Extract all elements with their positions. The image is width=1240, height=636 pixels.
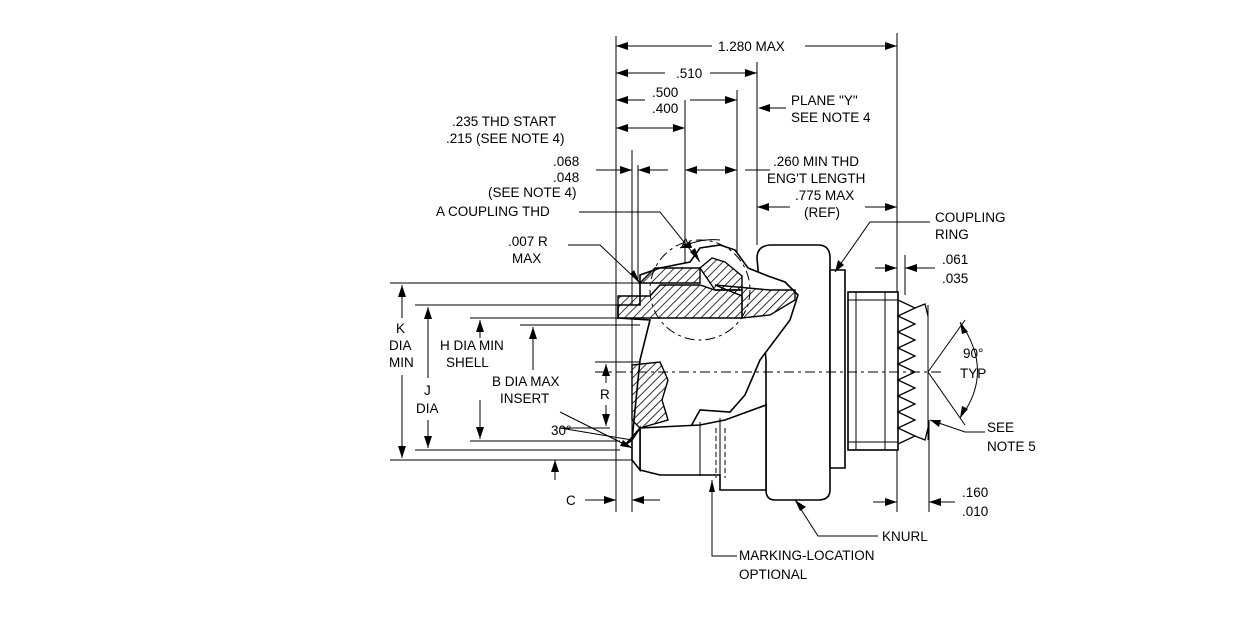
label-marking-2: OPTIONAL	[739, 567, 808, 582]
label-angle90-1: 90°	[963, 346, 983, 361]
label-500: .500	[652, 85, 678, 100]
label-note5-1: SEE	[987, 420, 1014, 435]
label-thd-start-2: .215 (SEE NOTE 4)	[446, 131, 565, 146]
dimension-labels: 1.280 MAX .510 .500 .400 PLANE "Y" SEE N…	[389, 39, 1036, 582]
label-radius-2: MAX	[512, 251, 541, 266]
label-thd-len-1: .260 MIN THD	[773, 154, 859, 169]
label-see-note4: (SEE NOTE 4)	[488, 185, 577, 200]
label-h-1: H DIA MIN	[440, 338, 504, 353]
label-note5-2: NOTE 5	[987, 439, 1036, 454]
label-035: .035	[942, 271, 968, 286]
label-coupling-ring-1: COUPLING	[935, 210, 1006, 225]
label-k-3: MIN	[389, 355, 414, 370]
label-048: .048	[553, 170, 579, 185]
label-plane-y-1: PLANE "Y"	[791, 93, 858, 108]
label-c: C	[566, 493, 576, 508]
leader-lines	[559, 104, 985, 557]
connector-body	[595, 239, 945, 501]
label-400: .400	[652, 101, 678, 116]
label-thd-start-1: .235 THD START	[452, 114, 556, 129]
vertical-dimension-lines	[398, 285, 610, 480]
label-160: .160	[962, 485, 988, 500]
label-radius-1: .007 R	[508, 234, 548, 249]
label-k-1: K	[396, 321, 405, 336]
label-b-2: INSERT	[500, 391, 549, 406]
label-775-2: (REF)	[804, 205, 840, 220]
label-thd-len-2: ENG'T LENGTH	[767, 171, 865, 186]
label-j-1: J	[424, 383, 431, 398]
label-k-2: DIA	[389, 338, 412, 353]
label-knurl: KNURL	[882, 529, 928, 544]
label-marking-1: MARKING-LOCATION	[739, 548, 875, 563]
label-h-2: SHELL	[446, 355, 489, 370]
label-r: R	[600, 387, 610, 402]
dimension-lines	[585, 42, 955, 506]
label-775-1: .775 MAX	[795, 188, 854, 203]
label-angle30: 30°	[551, 423, 571, 438]
label-j-2: DIA	[416, 401, 439, 416]
label-b-1: B DIA MAX	[492, 374, 560, 389]
label-overall: 1.280 MAX	[718, 39, 785, 54]
label-510: .510	[676, 66, 702, 81]
label-068: .068	[553, 154, 579, 169]
label-coupling-thd: A COUPLING THD	[436, 204, 550, 219]
label-010: .010	[962, 504, 988, 519]
extension-lines	[615, 33, 930, 512]
label-detail-a: A	[681, 236, 690, 251]
label-coupling-ring-2: RING	[935, 227, 969, 242]
label-angle90-2: TYP	[960, 366, 986, 381]
label-plane-y-2: SEE NOTE 4	[791, 110, 871, 125]
label-061: .061	[942, 252, 968, 267]
diameter-extension-lines	[390, 282, 650, 461]
